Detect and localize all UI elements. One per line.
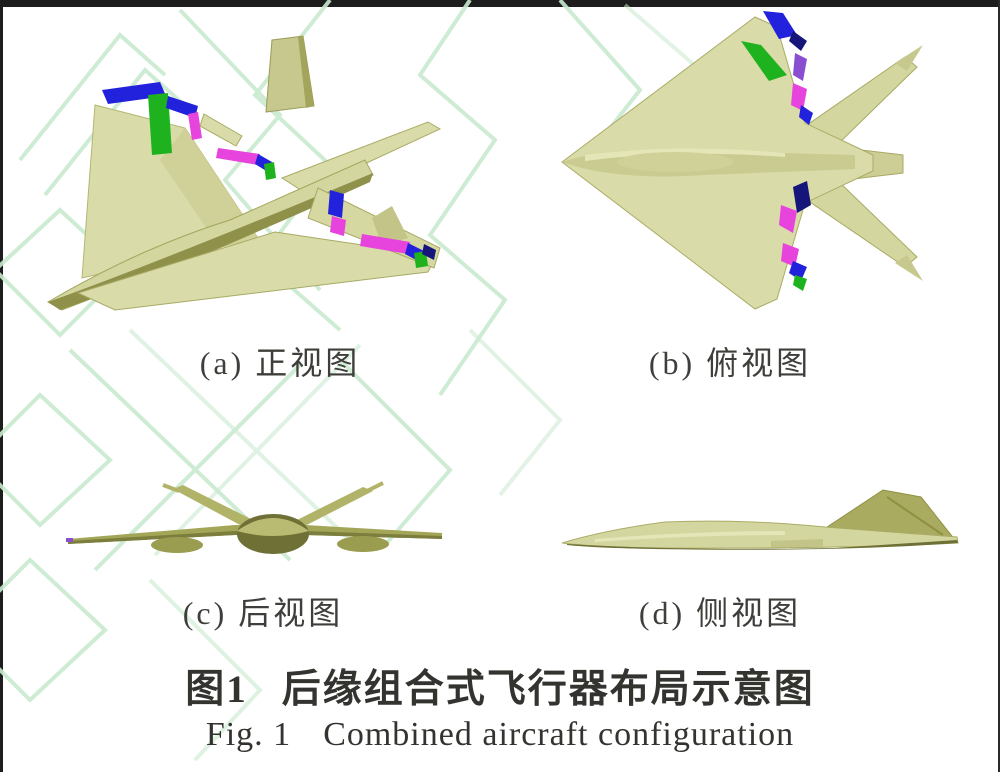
- aircraft-rear-view-image: [66, 481, 442, 554]
- scan-edge-right: [998, 0, 1000, 772]
- aircraft-top-view-image: [561, 11, 923, 310]
- panel-label-a: (a) 正视图: [199, 345, 361, 381]
- figure-number-en: Fig. 1: [205, 716, 292, 753]
- aircraft-side-view-image: [561, 489, 959, 550]
- airframe-a: [47, 35, 442, 311]
- panel-front-view: [20, 10, 460, 330]
- figure-caption-english: Fig. 1 Combined aircraft configuration: [0, 716, 1000, 754]
- airframe-d: [561, 489, 959, 550]
- airframe-b: [561, 11, 923, 310]
- panel-label-d: (d) 侧视图: [638, 595, 802, 631]
- figure-number-zh: 图1: [185, 668, 248, 711]
- figure-title-zh: 后缘组合式飞行器布局示意图: [281, 668, 815, 711]
- panel-rear-view: [45, 445, 465, 595]
- panel-side-view: [535, 455, 965, 585]
- aircraft-front-view-image: [47, 35, 442, 311]
- figure-caption-chinese: 图1 后缘组合式飞行器布局示意图: [0, 658, 1000, 714]
- scan-edge-left: [0, 0, 3, 772]
- panel-label-c: (c) 后视图: [182, 595, 344, 631]
- figure-title-en: Combined aircraft configuration: [323, 716, 795, 753]
- panel-label-b: (b) 俯视图: [648, 345, 812, 381]
- panel-top-view: [555, 5, 980, 330]
- airframe-c: [66, 481, 442, 554]
